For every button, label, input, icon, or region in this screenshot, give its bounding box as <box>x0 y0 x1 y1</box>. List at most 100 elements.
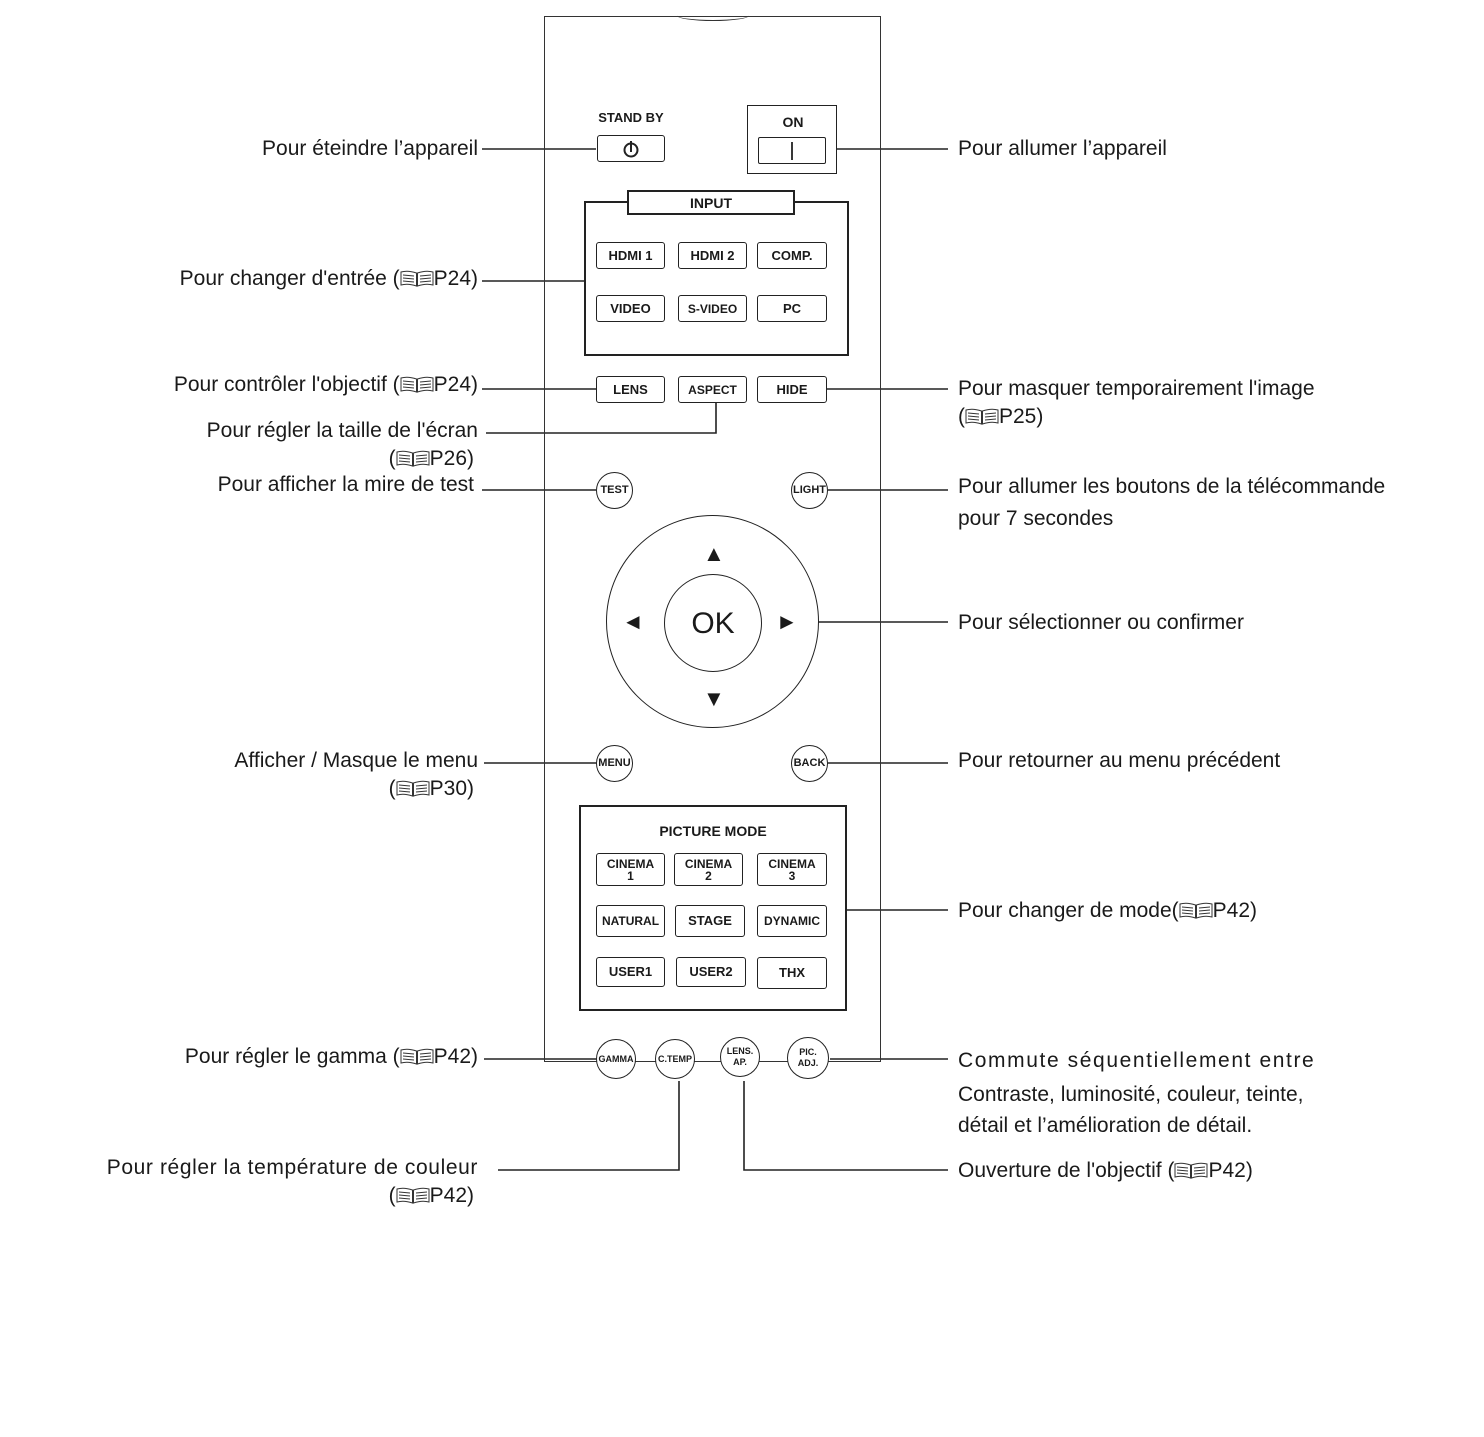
natural-button[interactable]: NATURAL <box>596 905 665 937</box>
on-label: ON <box>782 114 804 130</box>
ann-hide-ref-line: ( P25) <box>958 404 1043 430</box>
leader-lensap <box>743 1081 948 1171</box>
ann-picture-ref: P42) <box>1212 899 1257 922</box>
ann-menu-ref: P30) <box>429 777 474 800</box>
lens-ap-line2: AP. <box>733 1057 747 1067</box>
standby-button[interactable] <box>597 135 665 162</box>
input-hdmi1-button[interactable]: HDMI 1 <box>596 242 665 269</box>
ann-test: Pour afficher la mire de test <box>217 473 474 496</box>
aspect-button[interactable]: ASPECT <box>678 376 747 403</box>
hide-button[interactable]: HIDE <box>757 376 827 403</box>
ann-menu-ref-line: ( P30) <box>389 776 474 802</box>
ann-lens-ref: P24) <box>433 373 478 396</box>
cinema3-button[interactable]: CINEMA 3 <box>757 853 827 886</box>
ann-hide-paren: ( <box>958 405 965 428</box>
manual-book-icon <box>1174 1162 1208 1179</box>
remote-top-notch <box>677 10 749 21</box>
manual-book-icon <box>396 450 430 467</box>
pic-adj-line1: PIC. <box>799 1047 817 1057</box>
picture-mode-group <box>579 805 847 1011</box>
pic-adj-line2: ADJ. <box>797 1058 819 1068</box>
cinema2-label: CINEMA <box>684 856 733 871</box>
ann-picadj-3: détail et l’amélioration de détail. <box>958 1114 1253 1137</box>
cinema2-number: 2 <box>705 868 712 883</box>
lens-button[interactable]: LENS <box>596 376 665 403</box>
ann-ok: Pour sélectionner ou confirmer <box>958 611 1244 634</box>
ann-aspect-ref: P26) <box>429 447 474 470</box>
on-button-frame <box>747 105 837 174</box>
manual-book-icon <box>396 1187 430 1204</box>
lens-ap-line1: LENS. <box>726 1046 754 1056</box>
nav-left-arrow-icon[interactable]: ◄ <box>622 609 644 634</box>
ann-lensap: Ouverture de l'objectif ( P42) <box>958 1158 1253 1184</box>
input-pc-button[interactable]: PC <box>757 295 827 322</box>
input-hdmi2-button[interactable]: HDMI 2 <box>678 242 747 269</box>
lens-ap-button[interactable]: LENS. AP. <box>720 1037 760 1077</box>
input-comp-button[interactable]: COMP. <box>757 242 827 269</box>
gamma-button[interactable]: GAMMA <box>596 1039 636 1079</box>
cinema2-button[interactable]: CINEMA 2 <box>674 853 743 886</box>
cinema1-number: 1 <box>627 868 634 883</box>
pic-adj-button[interactable]: PIC. ADJ. <box>787 1037 829 1079</box>
ann-standby: Pour éteindre l’appareil <box>262 137 478 160</box>
ann-lensap-text: Ouverture de l'objectif ( <box>958 1159 1175 1182</box>
nav-down-arrow-icon[interactable]: ▼ <box>703 686 725 711</box>
ann-gamma-text: Pour régler le gamma ( <box>184 1045 400 1068</box>
power-icon <box>623 140 639 157</box>
input-group <box>584 201 849 356</box>
user2-button[interactable]: USER2 <box>676 957 746 987</box>
manual-book-icon <box>965 408 999 425</box>
input-title: INPUT <box>627 190 795 215</box>
ann-input-text: Pour changer d'entrée ( <box>179 267 400 290</box>
ann-lens: Pour contrôler l'objectif (P24) <box>174 372 478 398</box>
ann-hide: Pour masquer temporairement l'image <box>958 377 1315 400</box>
manual-book-icon <box>400 376 434 393</box>
ann-lensap-ref: P42) <box>1208 1159 1253 1182</box>
picture-mode-title: PICTURE MODE <box>659 823 767 839</box>
ann-aspect-ref-line: ( P26) <box>389 446 474 472</box>
on-bar-icon <box>791 141 793 160</box>
ann-picadj-2: Contraste, luminosité, couleur, teinte, <box>958 1083 1304 1106</box>
ann-gamma: Pour régler le gamma ( P42) <box>185 1044 478 1070</box>
cinema3-label: CINEMA <box>768 856 816 871</box>
nav-up-arrow-icon[interactable]: ▲ <box>703 541 725 566</box>
input-svideo-button[interactable]: S-VIDEO <box>678 295 747 322</box>
nav-right-arrow-icon[interactable]: ► <box>776 609 798 634</box>
stage-button[interactable]: STAGE <box>675 905 745 937</box>
cinema1-button[interactable]: CINEMA 1 <box>596 853 665 886</box>
dynamic-button[interactable]: DYNAMIC <box>757 905 827 937</box>
ann-light-2: pour 7 secondes <box>958 507 1114 530</box>
back-button[interactable]: BACK <box>791 745 828 782</box>
ctemp-button[interactable]: C.TEMP <box>655 1039 695 1079</box>
remote-control-body <box>544 16 881 1062</box>
ann-picture: Pour changer de mode( P42) <box>958 898 1257 924</box>
ann-input: Pour changer d'entrée ( P24) <box>180 266 478 292</box>
standby-label: STAND BY <box>598 110 664 125</box>
ann-menu: Afficher / Masque le menu <box>234 749 478 772</box>
manual-book-icon <box>400 270 434 287</box>
ann-input-ref: P24) <box>433 267 478 290</box>
user1-button[interactable]: USER1 <box>596 957 665 987</box>
input-video-button[interactable]: VIDEO <box>596 295 665 322</box>
ann-ctemp-paren: ( <box>388 1184 396 1207</box>
ann-hide-ref: P25) <box>999 405 1044 428</box>
ann-aspect-paren: ( <box>388 447 396 470</box>
ann-ctemp: Pour régler la température de couleur <box>106 1156 478 1179</box>
ann-picadj-1: Commute séquentiellement entre <box>958 1049 1316 1072</box>
leader-ctemp <box>498 1081 680 1171</box>
manual-book-icon <box>396 780 430 797</box>
ok-button[interactable]: OK <box>664 574 762 672</box>
ann-picture-text: Pour changer de mode( <box>958 899 1179 922</box>
on-button[interactable] <box>758 137 826 164</box>
ann-menu-paren: ( <box>388 777 396 800</box>
menu-button[interactable]: MENU <box>596 745 633 782</box>
ann-back: Pour retourner au menu précédent <box>958 749 1281 772</box>
ann-gamma-ref: P42) <box>433 1045 478 1068</box>
thx-button[interactable]: THX <box>757 957 827 989</box>
leader-aspect <box>486 403 717 434</box>
light-button[interactable]: LIGHT <box>791 472 828 509</box>
ann-aspect: Pour régler la taille de l'écran <box>206 419 478 442</box>
test-button[interactable]: TEST <box>596 472 633 509</box>
cinema1-label: CINEMA <box>606 856 655 871</box>
